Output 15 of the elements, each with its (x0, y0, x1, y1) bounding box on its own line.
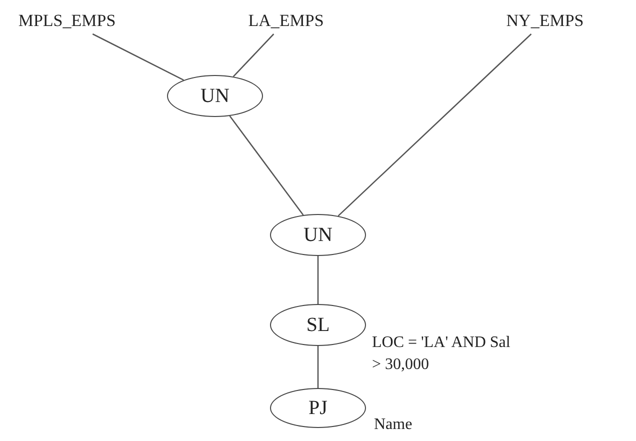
relation-label: NY_EMPS (496, 10, 594, 32)
operator-ellipse: PJ (270, 388, 366, 428)
connector-line (317, 256, 319, 304)
connector-line (338, 34, 532, 216)
operator-ellipse: SL (270, 304, 366, 346)
connector-line (92, 33, 184, 81)
connector-line (317, 346, 319, 388)
relation-label: LA_EMPS (240, 10, 332, 32)
operator-ellipse: UN (270, 214, 366, 256)
operator-ellipse: UN (167, 75, 263, 117)
connector-line (232, 34, 274, 78)
connector-line (229, 116, 304, 216)
relation-label: MPLS_EMPS (8, 10, 126, 32)
annotation-text: Name (374, 415, 414, 435)
annotation-text: LOC = 'LA' AND Sal > 30,000 (372, 333, 512, 375)
